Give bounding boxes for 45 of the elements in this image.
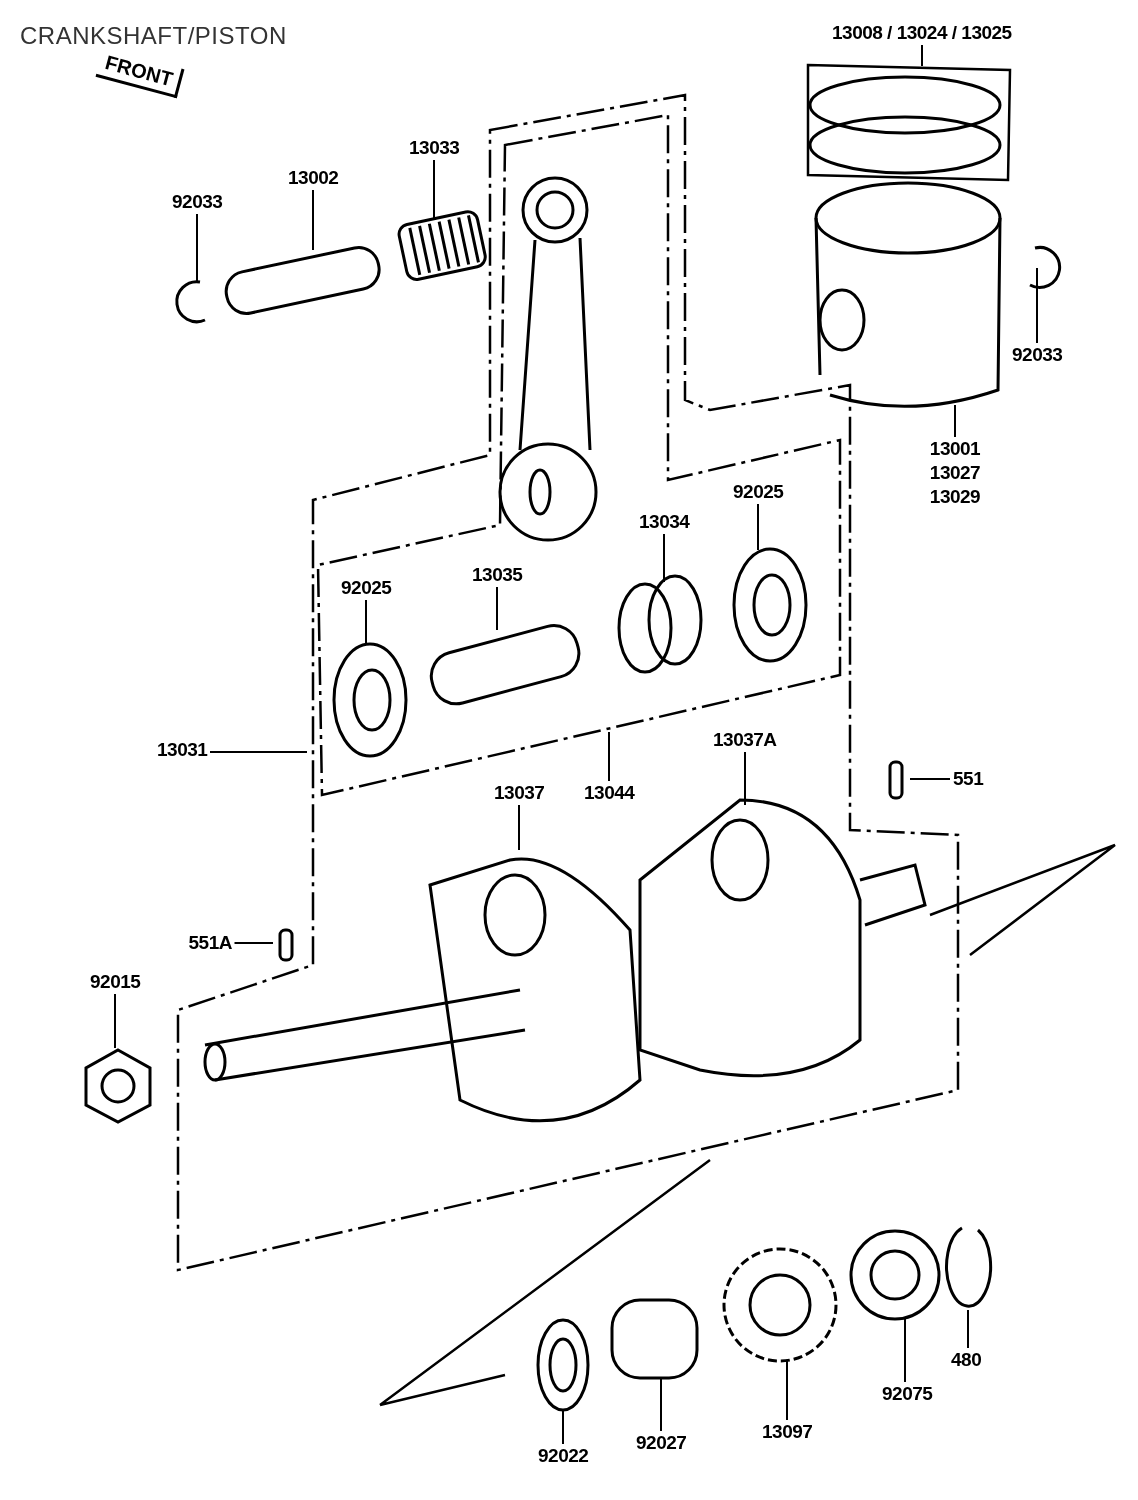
leader-line: [114, 993, 116, 1049]
callout-number: 13002: [288, 166, 339, 190]
callout-number: 13001 13027 13029: [923, 437, 987, 509]
callout-number: 13031: [157, 738, 208, 762]
callout-number: 13044: [584, 781, 635, 805]
leader-line: [312, 189, 314, 251]
callout-number: 92022: [538, 1444, 589, 1468]
callout-number: 551A: [188, 931, 232, 955]
callout-number: 13097: [762, 1420, 813, 1444]
leader-line: [904, 1317, 906, 1383]
callout-number: 92027: [636, 1431, 687, 1455]
leader-line: [909, 778, 951, 780]
leader-line: [786, 1359, 788, 1421]
leader-line: [365, 599, 367, 646]
callout-number: 13037A: [713, 728, 777, 752]
callout-number: 92075: [882, 1382, 933, 1406]
leader-line: [660, 1377, 662, 1432]
leader-line: [196, 213, 198, 283]
callout-number: 13008 / 13024 / 13025: [832, 21, 1012, 45]
callout-number: 92033: [1012, 343, 1063, 367]
leader-line: [954, 404, 956, 438]
leader-line: [496, 586, 498, 631]
callout-number: 480: [951, 1348, 982, 1372]
leader-line: [921, 44, 923, 67]
callout-number: 13033: [409, 136, 460, 160]
callout-number: 13037: [494, 781, 545, 805]
leader-line: [967, 1309, 969, 1349]
leader-line: [744, 751, 746, 806]
callout-number: 92015: [90, 970, 141, 994]
leader-line: [233, 942, 274, 944]
callout-number: 551: [953, 767, 984, 791]
callout-number: 92025: [341, 576, 392, 600]
diagram-title: CRANKSHAFT/PISTON: [20, 22, 287, 50]
callout-number: 13034: [639, 510, 690, 534]
callout-number: 13035: [472, 563, 523, 587]
callout-number: 92033: [172, 190, 223, 214]
leader-line: [663, 533, 665, 583]
leader-line: [757, 503, 759, 551]
leader-line: [518, 804, 520, 851]
leader-line: [608, 731, 610, 782]
leader-line: [209, 751, 308, 753]
leader-line: [562, 1409, 564, 1445]
callout-number: 92025: [733, 480, 784, 504]
leader-line: [433, 159, 435, 219]
leader-line: [1036, 267, 1038, 344]
